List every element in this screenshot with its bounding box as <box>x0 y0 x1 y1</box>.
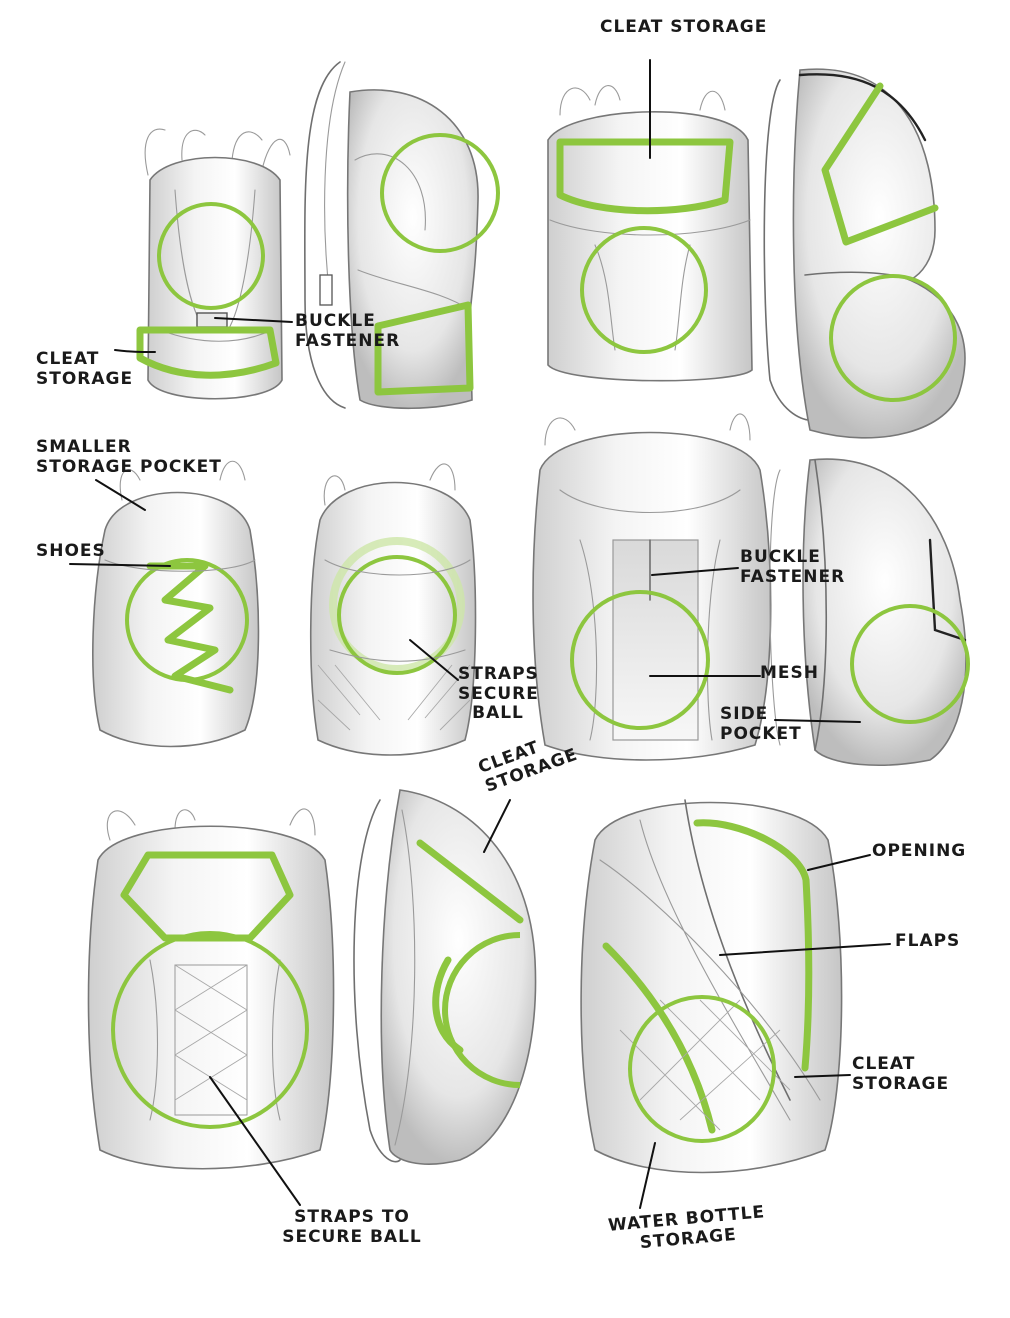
label-smaller-storage-pocket: SMALLER STORAGE POCKET <box>36 437 222 477</box>
backpack-front-2 <box>547 85 753 382</box>
label-straps-to-secure-ball: STRAPS TO SECURE BALL <box>282 1207 422 1247</box>
label-cleat-storage-right: CLEAT STORAGE <box>852 1054 950 1094</box>
label-buckle-fastener-mid: BUCKLE FASTENER <box>740 547 846 587</box>
label-straps-secure-ball: STRAPS SECURE BALL <box>458 664 539 724</box>
leader-lines <box>69 59 891 1209</box>
label-flaps: FLAPS <box>895 931 961 951</box>
label-opening: OPENING <box>872 841 967 861</box>
label-buckle-fastener-top: BUCKLE FASTENER <box>295 311 401 351</box>
label-mesh: MESH <box>760 663 820 683</box>
label-shoes: SHOES <box>36 541 106 561</box>
label-cleat-storage-top: CLEAT STORAGE <box>600 17 768 37</box>
backpack-front-4 <box>309 463 477 756</box>
backpack-side-4 <box>353 789 537 1165</box>
backpack-front-7 <box>580 799 843 1174</box>
label-side-pocket: SIDE POCKET <box>720 704 802 744</box>
backpack-side-2 <box>763 68 966 439</box>
backpack-front-1 <box>136 128 291 400</box>
label-cleat-storage-left: CLEAT STORAGE <box>36 349 134 389</box>
backpack-front-6 <box>87 808 335 1170</box>
backpack-front-3 <box>92 460 260 748</box>
backpack-side-1 <box>304 61 500 410</box>
